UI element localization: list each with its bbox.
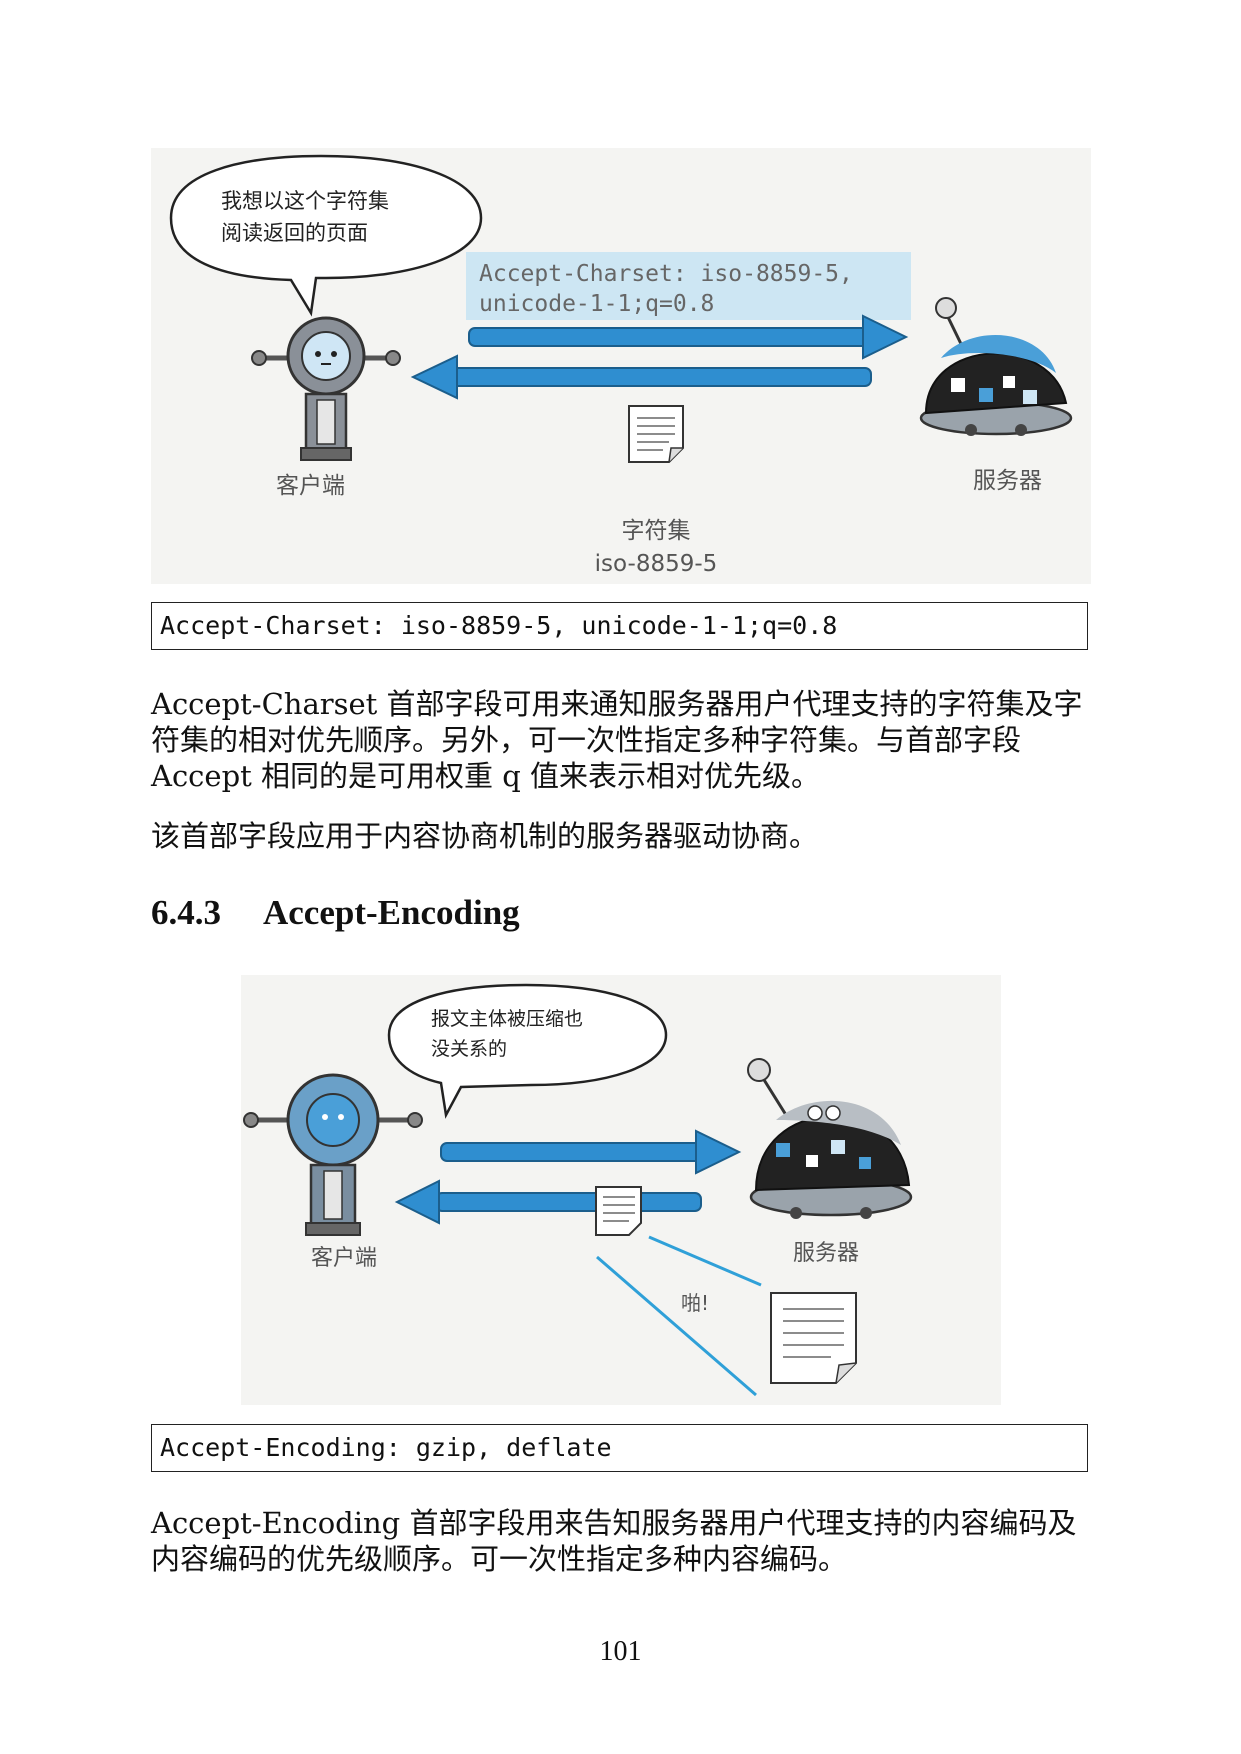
paragraph-server-driven: 该首部字段应用于内容协商机制的服务器驱动协商。 <box>151 819 819 853</box>
client-robot-icon <box>251 316 401 461</box>
decompressed-document-icon <box>770 1292 857 1384</box>
speech-text-line1: 我想以这个字符集 <box>221 189 389 213</box>
code-accept-encoding: Accept-Encoding: gzip, deflate <box>151 1424 1088 1472</box>
section-title: Accept-Encoding <box>263 893 520 932</box>
doc-label-line2: iso-8859-5 <box>595 551 718 577</box>
client-label: 客户端 <box>311 1246 377 1271</box>
code-accept-charset: Accept-Charset: iso-8859-5, unicode-1-1;… <box>151 602 1088 650</box>
response-arrow <box>410 354 872 400</box>
server-robot-icon <box>747 1058 913 1219</box>
paragraph-accept-encoding: Accept-Encoding 首部字段用来告知服务器用户代理支持的内容编码及内… <box>151 1506 1077 1576</box>
expand-line-upper <box>648 1235 762 1287</box>
doc-label-line1: 字符集 <box>622 518 691 544</box>
pop-label: 啪! <box>681 1291 709 1315</box>
server-robot-icon <box>919 297 1073 436</box>
server-label: 服务器 <box>973 468 1042 494</box>
section-number: 6.4.3 <box>151 893 221 932</box>
request-arrow <box>468 314 909 360</box>
section-heading: 6.4.3 Accept-Encoding <box>151 893 520 933</box>
client-robot-icon <box>243 1073 423 1236</box>
request-arrow <box>440 1129 742 1175</box>
figure-accept-encoding: 报文主体被压缩也 没关系的 客户端 <box>241 975 1001 1405</box>
figure-accept-charset: 我想以这个字符集 阅读返回的页面 Accept-Charset: iso-885… <box>151 148 1091 584</box>
speech-text-line2: 没关系的 <box>431 1038 507 1060</box>
page-number: 101 <box>599 1636 642 1667</box>
header-highlight <box>466 252 911 320</box>
response-arrow <box>394 1179 702 1225</box>
speech-text-line1: 报文主体被压缩也 <box>431 1008 583 1030</box>
speech-bubble <box>387 983 668 1119</box>
paragraph-accept-charset: Accept-Charset 首部字段可用来通知服务器用户代理支持的字符集及字符… <box>151 687 1083 793</box>
speech-bubble <box>169 154 483 317</box>
speech-text-line2: 阅读返回的页面 <box>221 221 368 245</box>
expand-line-lower <box>596 1255 757 1397</box>
document-icon <box>628 405 684 463</box>
client-label: 客户端 <box>276 473 345 499</box>
header-text-line1: Accept-Charset: iso-8859-5, <box>479 261 853 287</box>
header-text-line2: unicode-1-1;q=0.8 <box>479 291 714 317</box>
server-label: 服务器 <box>793 1241 859 1266</box>
compressed-document-icon <box>595 1186 642 1236</box>
